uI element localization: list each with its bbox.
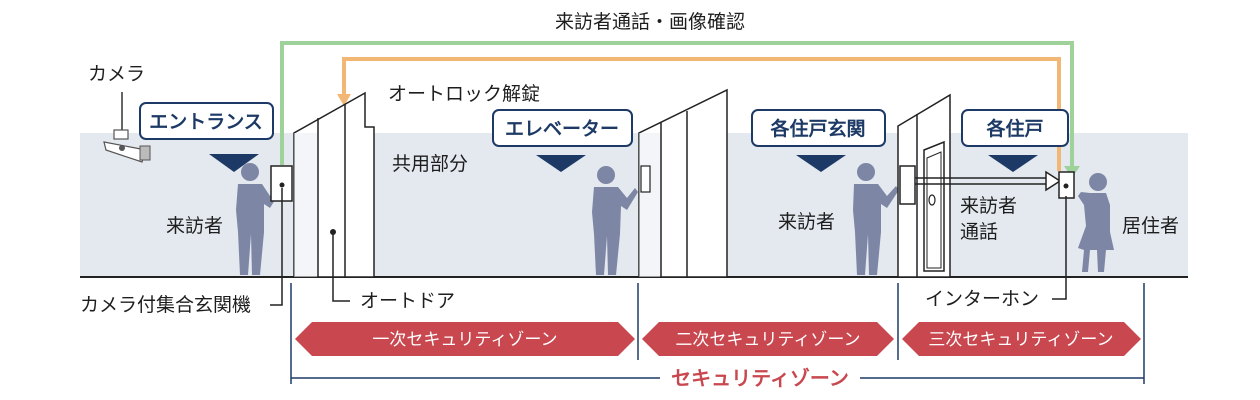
visitor-label-2: 来訪者: [778, 211, 835, 233]
unit-box: [961, 109, 1069, 147]
camera-label: カメラ: [88, 63, 145, 85]
visitor-call-label-2: 通話: [960, 221, 998, 243]
autodoor-label: オートドア: [360, 290, 455, 312]
autolock-arrowhead: [337, 94, 351, 106]
svg-text:二次セキュリティゾーン: 二次セキュリティゾーン: [675, 330, 860, 350]
panel-leader: [270, 188, 283, 306]
camera-icon: [103, 129, 151, 163]
visitor-figure-1: [236, 163, 281, 275]
indoor-intercom-button: [1063, 183, 1069, 189]
visitor-figure-2: [853, 163, 899, 275]
svg-text:一次セキュリティゾーン: 一次セキュリティゾーン: [372, 330, 557, 350]
panel-label: カメラ付集合玄関機: [80, 294, 251, 316]
svg-text:三次セキュリティゾーン: 三次セキュリティゾーン: [928, 330, 1113, 350]
resident-figure: [1078, 173, 1114, 272]
resident-label: 居住者: [1122, 215, 1179, 237]
autodoor-leader: [332, 232, 350, 302]
elevator-box-label: エレベーター: [505, 118, 619, 140]
door-intercom: [899, 165, 916, 205]
entrance-marker: [209, 154, 259, 172]
intercom-leader: [1052, 196, 1067, 300]
unit-box-label: 各住戸: [985, 117, 1043, 140]
entrance-box-label: エントランス: [149, 111, 263, 133]
elevator-door: [638, 88, 728, 278]
call-video-path: [280, 41, 1074, 171]
unit-door: [897, 93, 951, 278]
overall-zone-label: セキュリティゾーン: [671, 366, 849, 390]
visitor-figure-elevator: [592, 166, 638, 275]
elevator-marker: [536, 155, 586, 172]
zone-banner-tertiary: 三次セキュリティゾーン: [902, 322, 1141, 356]
unit-entrance-marker: [796, 155, 846, 172]
unit-entrance-box-label: 各住戸玄関: [769, 117, 865, 140]
autodoor: [293, 91, 375, 278]
common-area-label: 共用部分: [392, 153, 468, 175]
elevator-box: [492, 109, 633, 147]
call-arrowhead: [1045, 170, 1062, 192]
unit-entrance-box: [751, 109, 886, 147]
unit-marker: [988, 155, 1038, 172]
entrance-box: [139, 102, 274, 140]
top-caption: 来訪者通話・画像確認: [555, 11, 745, 33]
entrance-panel-camera: [279, 182, 285, 188]
zone-banner-secondary: 二次セキュリティゾーン: [642, 322, 894, 356]
visitor-label-1: 来訪者: [166, 215, 223, 237]
elevator-button-panel: [640, 165, 651, 193]
zone-banner-primary: 一次セキュリティゾーン: [295, 322, 635, 356]
intercom-label: インターホン: [925, 288, 1039, 310]
autolock-label: オートロック解錠: [388, 83, 540, 105]
visitor-call-label-1: 来訪者: [960, 195, 1017, 217]
